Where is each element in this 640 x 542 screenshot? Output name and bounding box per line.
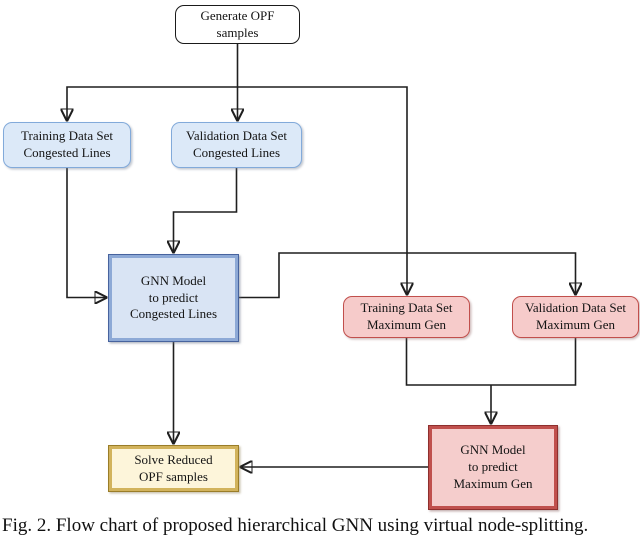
node-training-dataset-congested-lines: Training Data Set Congested Lines [3, 122, 131, 168]
node-validation-dataset-maximum-gen-label: Validation Data Set Maximum Gen [524, 300, 627, 332]
node-validation-dataset-congested-lines: Validation Data Set Congested Lines [171, 122, 302, 168]
node-generate-opf-samples: Generate OPF samples [175, 5, 300, 44]
node-gnn-model-maximum-gen-label: GNN Model to predict Maximum Gen [453, 442, 533, 491]
node-solve-reduced-opf-samples-label: Solve Reduced OPF samples [134, 451, 213, 484]
node-training-dataset-congested-lines-label: Training Data Set Congested Lines [21, 128, 113, 160]
edge-training-congested-to-gnn-congested [66, 168, 106, 298]
edge-maxgen-merge [405, 338, 577, 386]
node-generate-opf-samples-label: Generate OPF samples [200, 7, 275, 40]
node-solve-reduced-opf-samples: Solve Reduced OPF samples [108, 445, 239, 492]
edge-generate-to-training-congested [67, 86, 238, 120]
node-gnn-model-maximum-gen: GNN Model to predict Maximum Gen [428, 425, 558, 510]
edge-generate-to-training-maxgen [237, 86, 408, 294]
node-validation-dataset-congested-lines-label: Validation Data Set Congested Lines [185, 128, 288, 160]
node-validation-dataset-maximum-gen: Validation Data Set Maximum Gen [512, 296, 639, 338]
figure-caption: Fig. 2. Flow chart of proposed hierarchi… [2, 515, 589, 536]
node-gnn-model-congested-lines-label: GNN Model to predict Congested Lines [129, 272, 217, 322]
node-gnn-model-congested-lines: GNN Model to predict Congested Lines [108, 254, 239, 342]
flowchart-canvas: Generate OPF samples Training Data Set C… [3, 5, 639, 510]
edge-gnn-congested-to-validation-maxgen [239, 252, 576, 299]
node-training-dataset-maximum-gen-label: Training Data Set Maximum Gen [360, 300, 453, 332]
node-training-dataset-maximum-gen: Training Data Set Maximum Gen [343, 296, 470, 338]
edge-validation-congested-to-gnn-congested [174, 168, 238, 252]
